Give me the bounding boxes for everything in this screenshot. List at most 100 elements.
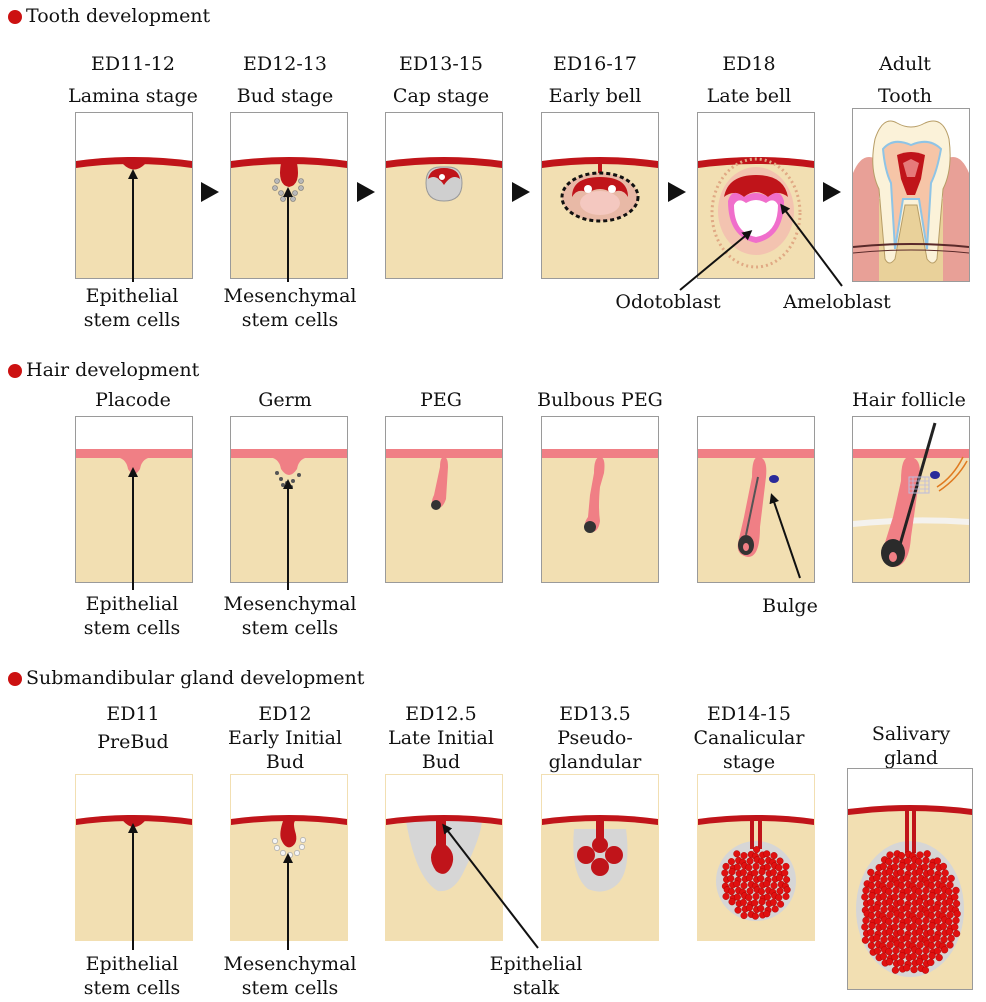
epithelial-stalk-label: stalk [466, 976, 606, 1000]
gland-stage-name: glandular [520, 750, 670, 774]
acinar-cell [728, 875, 735, 882]
acinar-cell [941, 946, 948, 953]
acinar-cell [897, 899, 904, 906]
acinar-cell [910, 923, 917, 930]
acinar-cell [934, 918, 941, 925]
mesenchymal-stem-cells-label: stem cells [210, 308, 370, 332]
acinar-cell [934, 858, 941, 865]
acinar-cell [933, 874, 940, 881]
acinar-cell [916, 958, 923, 965]
acinar-cell [770, 899, 777, 906]
acinar-cell [929, 922, 936, 929]
acinar-cell [734, 864, 741, 871]
acinar-cell [893, 917, 900, 924]
acinar-cell [923, 947, 930, 954]
tooth-stage-name: Late bell [674, 84, 824, 108]
acinar-cell [764, 894, 771, 901]
acinar-cell [946, 928, 953, 935]
gland-stage-age: ED12 [210, 702, 360, 726]
gland-section-title: Submandibular gland development [26, 667, 364, 689]
tooth-cap-panel [385, 112, 503, 279]
gland-stage-name: Bud [210, 750, 360, 774]
gland-stage-name: Bud [366, 750, 516, 774]
acinar-cell [776, 875, 783, 882]
acinar-cell [887, 852, 894, 859]
acinar-cell [940, 893, 947, 900]
acinar-cell [867, 929, 874, 936]
acinar-cell [886, 928, 893, 935]
epithelial-stem-cells-label: Epithelial [62, 284, 202, 308]
mesenchymal-stem-cells-label: Mesenchymal [210, 284, 370, 308]
acinar-cell [893, 947, 900, 954]
gland-stage-age: ED14-15 [674, 702, 824, 726]
bulge-label: Bulge [740, 594, 840, 618]
gland-salivary-panel [847, 768, 973, 990]
acinar-cell [947, 882, 954, 889]
acinar-cell [759, 869, 766, 876]
gland-stage-name: Salivary [836, 722, 986, 746]
gland-stage-name: Canalicular [674, 726, 824, 750]
tooth-stage-age: ED11-12 [58, 52, 208, 76]
hair-stage-label: PEG [366, 388, 516, 412]
acinar-cell [945, 918, 952, 925]
acinar-cell [885, 858, 892, 865]
mesenchymal-stem-cells-label: Mesenchymal [210, 592, 370, 616]
acinar-cell [910, 893, 917, 900]
acinar-cell [783, 893, 790, 900]
tooth-stage-name: Early bell [520, 84, 670, 108]
acinar-cell [776, 864, 783, 871]
tooth-lamina-panel [75, 112, 193, 279]
tooth-early-bell-panel [541, 112, 659, 279]
mesenchymal-stem-cells-label: Mesenchymal [210, 952, 370, 976]
acinar-cell [862, 937, 869, 944]
acinar-cell [747, 858, 754, 865]
acinar-cell [916, 868, 923, 875]
acinar-cell [881, 936, 888, 943]
acinar-cell [887, 912, 894, 919]
next-stage-arrow-icon [668, 182, 686, 202]
acinar-cell [945, 888, 952, 895]
gland-stage-name: Early Initial [210, 726, 360, 750]
acinar-cell [752, 900, 759, 907]
gland-stage-name: PreBud [58, 730, 208, 754]
acinar-cell [899, 892, 906, 899]
acinar-cell [891, 864, 898, 871]
acinar-cell [891, 894, 898, 901]
acinar-cell [740, 899, 747, 906]
acinar-cell [941, 936, 948, 943]
acinar-cell [917, 882, 924, 889]
hair-stage-label: Placode [58, 388, 208, 412]
acinar-cell [934, 888, 941, 895]
acinar-cell [741, 882, 748, 889]
acinar-cell [951, 924, 958, 931]
acinar-cell [753, 893, 760, 900]
acinar-cell [924, 850, 931, 857]
acinar-cell [923, 857, 930, 864]
acinar-cell [874, 918, 881, 925]
acinar-cell [921, 864, 928, 871]
acinar-cell [758, 875, 765, 882]
acinar-cell [863, 887, 870, 894]
acinar-cell [893, 887, 900, 894]
acinar-cell [929, 892, 936, 899]
tooth-stage-age: ED16-17 [520, 52, 670, 76]
epithelial-stem-cells-label: stem cells [62, 308, 202, 332]
gland-stage-age: ED12.5 [366, 702, 516, 726]
acinar-cell [776, 894, 783, 901]
acinar-cell [784, 887, 791, 894]
acinar-cell [752, 913, 759, 920]
acinar-cell [923, 917, 930, 924]
tooth-stage-age: ED12-13 [210, 52, 360, 76]
ameloblast-label: Ameloblast [762, 290, 912, 314]
acinar-cell [741, 912, 748, 919]
acinar-cell [917, 912, 924, 919]
acinar-cell [885, 948, 892, 955]
hair-bulge-stage-panel [697, 416, 815, 583]
acinar-cell [741, 852, 748, 859]
acinar-cell [903, 964, 910, 971]
tooth-stage-age: ED13-15 [366, 52, 516, 76]
acinar-cell [891, 924, 898, 931]
acinar-cell [897, 929, 904, 936]
acinar-cell [764, 911, 771, 918]
acinar-cell [874, 948, 881, 955]
